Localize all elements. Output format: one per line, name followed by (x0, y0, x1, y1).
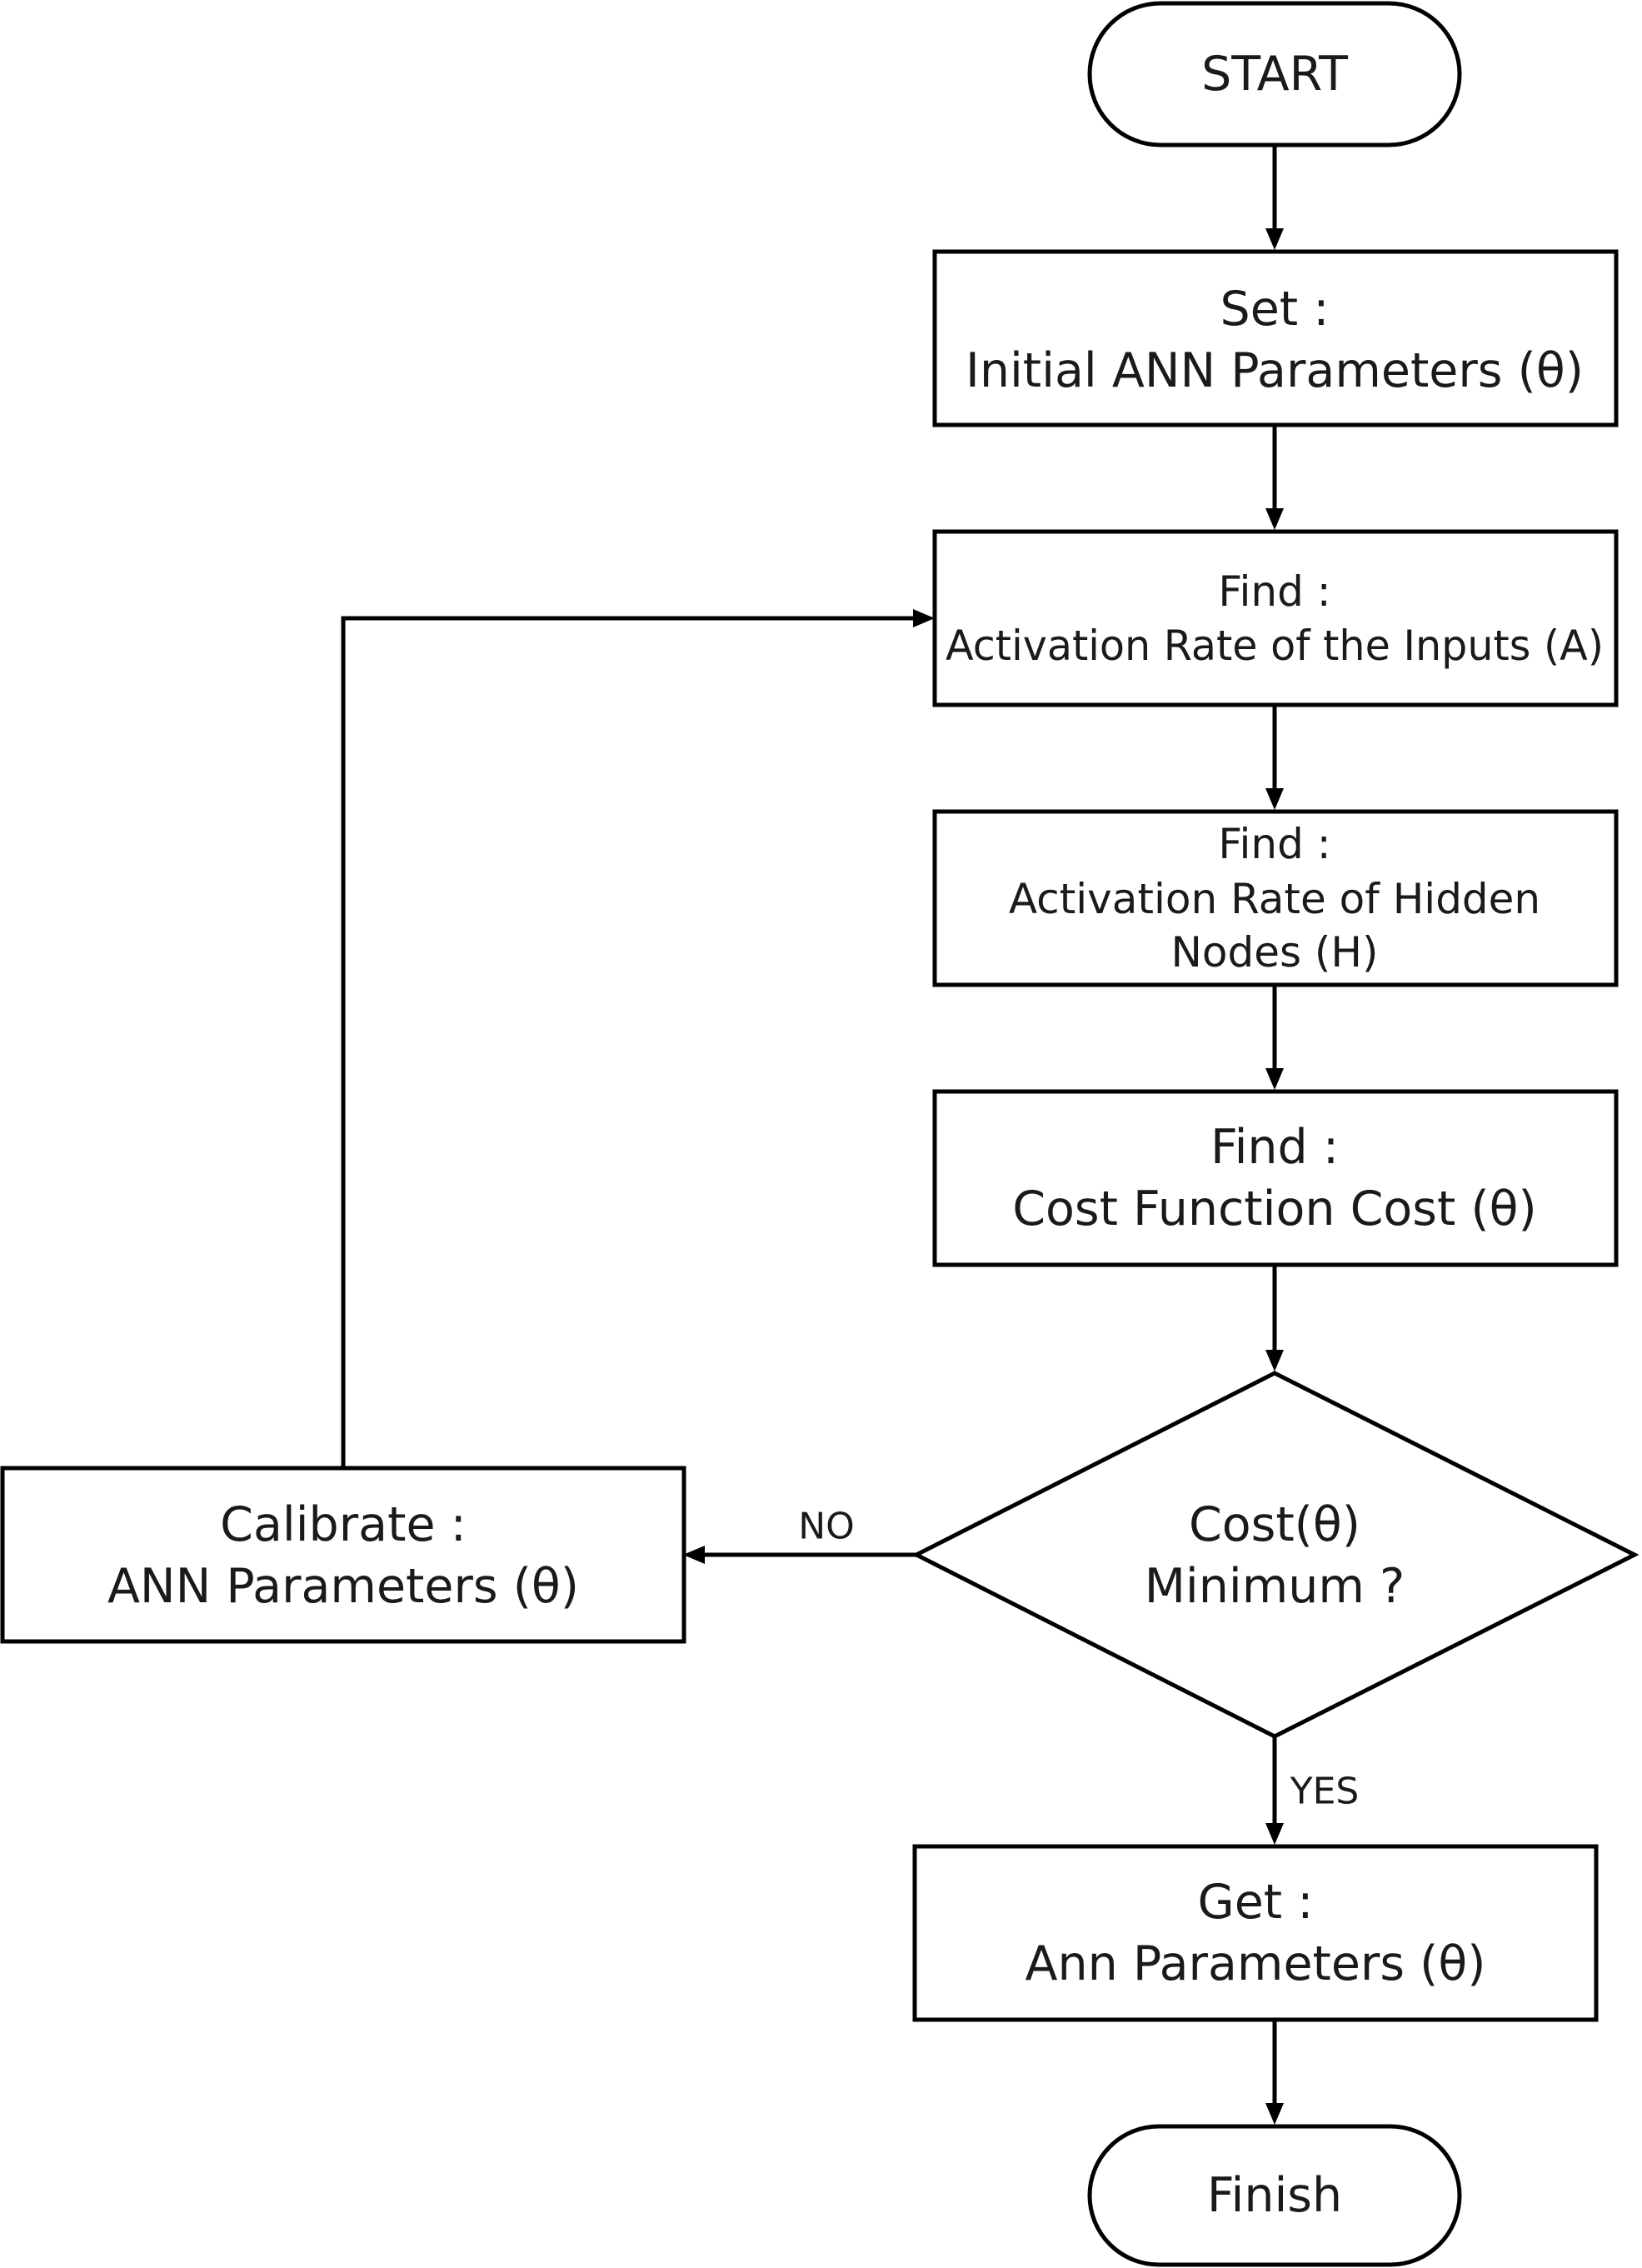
find-hidden-title: Find : (1218, 820, 1330, 868)
arrowhead-find-hidden (1265, 788, 1284, 810)
finish-terminal: Finish (1087, 2124, 1462, 2267)
set-step-title: Set : (1220, 282, 1330, 337)
finish-label: Finish (1207, 2168, 1342, 2223)
arrowhead-loop (913, 609, 935, 627)
find-cost-title: Find : (1210, 1120, 1339, 1175)
set-parameters-step: Set : Initial ANN Parameters (θ) (932, 249, 1619, 427)
arrowhead-find-cost (1265, 1068, 1284, 1090)
find-hidden-text: Activation Rate of Hidden (1009, 875, 1540, 923)
find-cost-text: Cost Function Cost (θ) (1012, 1181, 1537, 1236)
calibrate-text: ANN Parameters (θ) (107, 1559, 579, 1614)
find-hidden-text-2: Nodes (H) (1170, 928, 1378, 977)
arrowhead-get (1265, 1823, 1284, 1845)
edge-label-no: NO (798, 1506, 855, 1548)
get-parameters-step: Get : Ann Parameters (θ) (912, 1844, 1599, 2022)
arrowhead-finish (1265, 2103, 1284, 2125)
decision-line-1: Cost(θ) (1189, 1497, 1360, 1552)
connectors (341, 145, 1284, 2125)
arrowhead-decision (1265, 1350, 1284, 1371)
arrowhead-calibrate (683, 1546, 705, 1564)
connector-calibrate-loop (341, 616, 913, 1466)
find-hidden-activation-step: Find : Activation Rate of Hidden Nodes (… (932, 809, 1619, 987)
decision-line-2: Minimum ? (1145, 1559, 1405, 1614)
edge-label-yes: YES (1290, 1771, 1360, 1813)
start-terminal: START (1087, 1, 1462, 147)
find-cost-step: Find : Cost Function Cost (θ) (932, 1089, 1619, 1267)
find-inputs-text: Activation Rate of the Inputs (A) (946, 622, 1604, 670)
calibrate-step: Calibrate : ANN Parameters (θ) (0, 1466, 686, 1644)
arrowhead-find-inputs (1265, 508, 1284, 530)
get-step-text: Ann Parameters (θ) (1025, 1936, 1485, 1991)
set-step-text: Initial ANN Parameters (θ) (966, 343, 1584, 398)
arrowhead-set (1265, 228, 1284, 250)
cost-minimum-decision: Cost(θ) Minimum ? (911, 1371, 1640, 1739)
find-input-activation-step: Find : Activation Rate of the Inputs (A) (932, 529, 1619, 707)
find-inputs-title: Find : (1218, 567, 1330, 616)
get-step-title: Get : (1198, 1875, 1314, 1930)
calibrate-title: Calibrate : (220, 1497, 467, 1552)
start-label: START (1201, 47, 1348, 102)
